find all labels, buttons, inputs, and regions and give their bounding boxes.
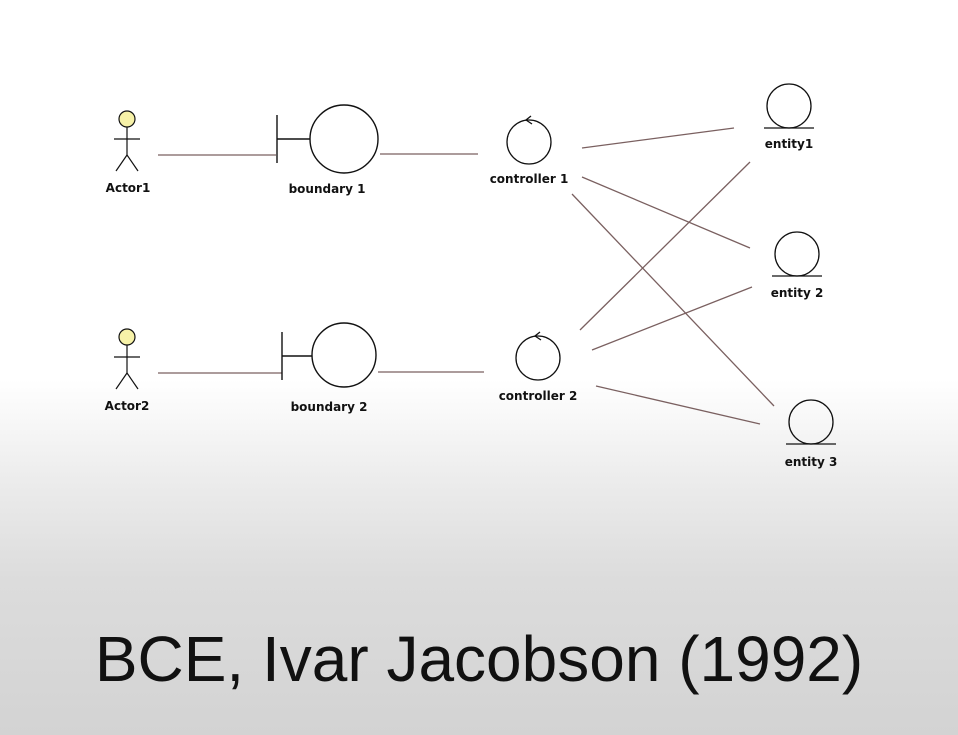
entity2-icon	[772, 231, 822, 277]
entity3-label: entity 3	[785, 455, 838, 469]
boundary2-label: boundary 2	[291, 400, 368, 414]
controller1-label: controller 1	[490, 172, 569, 186]
boundary1-icon	[276, 104, 379, 174]
link-controller2-entity1	[579, 161, 751, 331]
entity1-icon	[764, 83, 814, 129]
actor2-label: Actor2	[105, 399, 150, 413]
link-controller1-entity1	[581, 127, 735, 149]
actor2-icon	[114, 328, 140, 390]
link-controller1-entity3	[571, 193, 775, 407]
slide-caption: BCE, Ivar Jacobson (1992)	[94, 623, 864, 695]
link-controller2-entity3	[595, 385, 761, 425]
controller2-label: controller 2	[499, 389, 578, 403]
controller1-icon	[506, 115, 552, 165]
actor1-icon	[114, 110, 140, 172]
bce-diagram: Actor1 Actor2 boundary 1 boundary 2 cont…	[105, 83, 838, 469]
entity1-label: entity1	[765, 137, 813, 151]
connectors	[158, 127, 775, 425]
link-controller1-entity2	[581, 176, 751, 249]
entity2-label: entity 2	[771, 286, 824, 300]
link-controller2-entity2	[591, 286, 753, 351]
entity3-icon	[786, 399, 836, 445]
controller2-icon	[515, 331, 561, 381]
actor1-label: Actor1	[106, 181, 151, 195]
boundary2-icon	[281, 322, 377, 388]
boundary1-label: boundary 1	[289, 182, 366, 196]
